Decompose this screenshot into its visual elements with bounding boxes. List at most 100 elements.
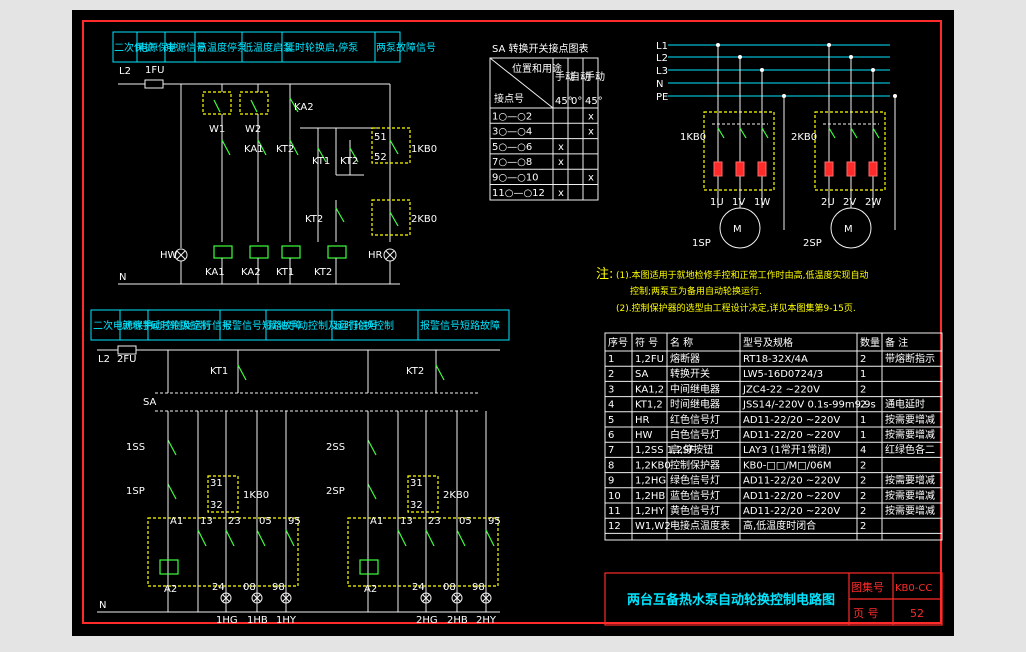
parts-cell: 1 xyxy=(608,354,614,365)
sa-mark: x xyxy=(558,157,564,168)
term-label: 95 xyxy=(488,516,501,527)
parts-cell: 通电延时 xyxy=(885,398,925,411)
parts-column-header: 数量 xyxy=(860,336,880,349)
title-block: 两台互备热水泵自动轮换控制电路图 图集号 KB0-CC 页 号 52 xyxy=(604,572,943,626)
parts-column-header: 备 注 xyxy=(885,336,908,349)
parts-cell: JZC4-22 ~220V xyxy=(742,384,820,395)
top-header-3: 电源信号 xyxy=(166,41,206,54)
parts-cell: 2 xyxy=(608,369,614,380)
term-label: 05 xyxy=(259,516,272,527)
coil-ka2: KA2 xyxy=(241,267,261,278)
parts-cell: 1 xyxy=(860,430,866,441)
parts-cell: 转换开关 xyxy=(670,367,710,380)
kbo-contact xyxy=(256,529,266,547)
sa-mark: x xyxy=(558,188,564,199)
breaker-contact xyxy=(872,127,880,139)
terminal-label: 2U xyxy=(821,197,835,208)
parts-cell: 4 xyxy=(860,445,866,456)
kbo-aux-box xyxy=(207,475,239,513)
kbo-contact xyxy=(485,529,495,547)
parts-cell: 电接点温度表 xyxy=(670,519,730,532)
bot-fu-label: 2FU xyxy=(117,354,136,365)
top-kb1-label: 1KB0 xyxy=(411,144,437,155)
parts-cell: 启,停按钮 xyxy=(670,443,713,456)
parts-cell: 9 xyxy=(608,476,614,487)
top-kt2-label: KT2 xyxy=(276,144,294,155)
bottom-header: 就地手动控制及运行信号 xyxy=(122,319,232,332)
top-header-1: 二次保护 xyxy=(114,41,154,54)
term-label: A1 xyxy=(370,516,383,527)
parts-column-header: 名 称 xyxy=(670,336,693,349)
term-label: 08 xyxy=(243,582,256,593)
sa-sub-2: 0° xyxy=(571,96,582,107)
term-a2: A2 xyxy=(364,584,377,595)
coil-kt1: KT1 xyxy=(276,267,294,278)
breaker-contact xyxy=(850,127,858,139)
top-kt1-label: KT1 xyxy=(312,156,330,167)
lamp-cross xyxy=(453,594,461,602)
parts-cell: 2 xyxy=(860,354,866,365)
drawing-frame xyxy=(82,20,942,624)
lamp-label: 1HB xyxy=(247,615,268,626)
term-label: 95 xyxy=(288,516,301,527)
overload-element xyxy=(713,161,723,177)
top-ka1-label: KA1 xyxy=(244,144,264,155)
parts-cell: 7 xyxy=(608,445,614,456)
lamp-cross xyxy=(282,594,290,602)
sa-row-label: 5○—○6 xyxy=(492,142,532,153)
sa-row-label: 7○—○8 xyxy=(492,157,532,168)
top-header-4: 高温度停泵 xyxy=(197,41,247,54)
parts-cell: LW5-16D0724/3 xyxy=(743,369,823,380)
top-n52-label: 52 xyxy=(374,152,387,163)
top-coils: KA1 KA2 KT1 KT2 xyxy=(205,245,347,284)
term-label: 23 xyxy=(228,516,241,527)
overload-element xyxy=(757,161,767,177)
parts-cell: HW xyxy=(635,430,653,441)
lamp-label: 1HY xyxy=(276,615,297,626)
motor-circle xyxy=(830,207,872,249)
term-31: 31 xyxy=(410,478,423,489)
top-header-2: 电源保护 xyxy=(138,41,178,54)
parts-column-header: 型号及规格 xyxy=(743,336,793,349)
parts-cell: 带熔断指示 xyxy=(885,352,935,365)
sa-head-1: 手动 xyxy=(555,70,575,83)
lamp-cross xyxy=(222,594,230,602)
pump-label: 2SP xyxy=(803,238,822,249)
bottom-header: 就地手动控制及运行信号 xyxy=(268,319,378,332)
top-header-5: 低温度启泵 xyxy=(243,41,293,54)
bus-node xyxy=(738,55,742,59)
sa-mark: x xyxy=(588,173,594,184)
bottom-header: 报警信号短路故障 xyxy=(420,319,500,332)
bot-kt1-label: KT1 xyxy=(210,366,228,377)
parts-cell: 1,2FU xyxy=(635,354,664,365)
motor-circle xyxy=(719,207,761,249)
kbo-contact xyxy=(225,529,235,547)
top-n-label: N xyxy=(119,272,126,283)
term-32: 32 xyxy=(210,500,223,511)
overload-element xyxy=(824,161,834,177)
bottom-headers: 二次电源保护就地手动控制及运行信号延时轮换控制报警信号短路故障就地手动控制及运行… xyxy=(93,310,500,340)
term-label: 13 xyxy=(400,516,413,527)
parts-cell: AD11-22/20 ~220V xyxy=(743,415,840,426)
bot-kt2-label: KT2 xyxy=(406,366,424,377)
breaker-contact xyxy=(828,127,836,139)
overload-element xyxy=(846,161,856,177)
parts-cell: 2 xyxy=(860,506,866,517)
parts-cell: 按需要增减 xyxy=(885,413,935,426)
lamp xyxy=(420,592,432,604)
parts-cell: 1,2HY xyxy=(635,506,665,517)
sp-contact xyxy=(367,483,377,500)
parts-cell: 1 xyxy=(860,415,866,426)
sa-sub-1: 45° xyxy=(555,96,573,107)
term-label: 13 xyxy=(200,516,213,527)
term-label: 24 xyxy=(412,582,425,593)
coil-kt2: KT2 xyxy=(314,267,332,278)
breaker-contact xyxy=(761,127,769,139)
parts-cell: 4 xyxy=(608,400,614,411)
terminal-label: 2W xyxy=(865,197,881,208)
